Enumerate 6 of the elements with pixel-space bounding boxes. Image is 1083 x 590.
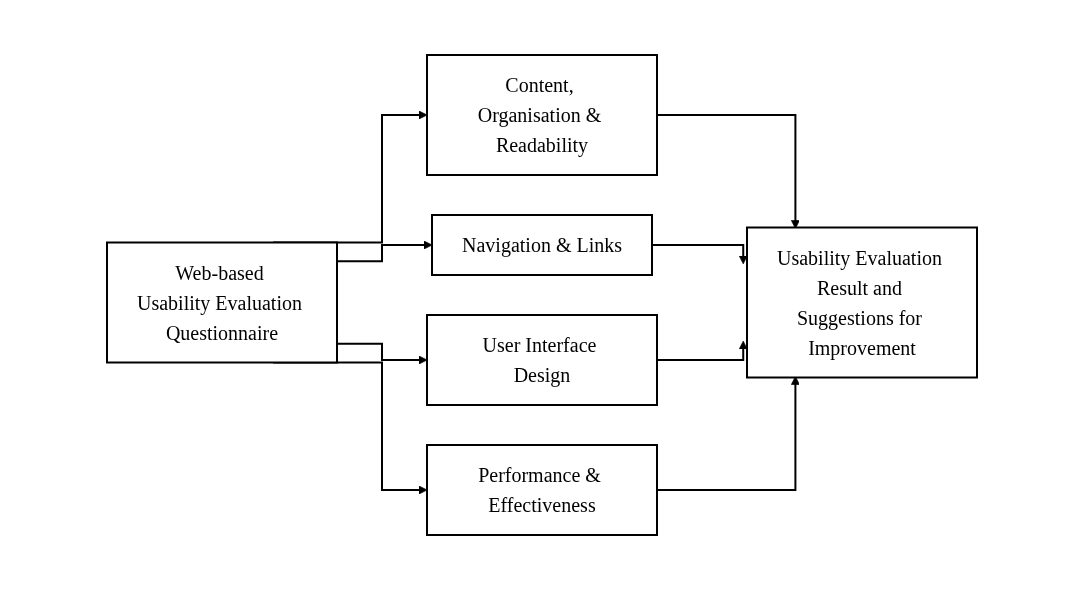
node-box: Usability Evaluation Result and Suggestions for Improvement — [745, 226, 978, 379]
node-box: Web-based Usability Evaluation Questionnaire — [105, 241, 338, 364]
node-box: Content, Organisation & Readability — [425, 54, 658, 176]
node-box: Performance & Effectiveness — [425, 444, 658, 536]
node-box: User Interface Design — [425, 314, 658, 406]
node-box: Navigation & Links — [430, 214, 653, 276]
